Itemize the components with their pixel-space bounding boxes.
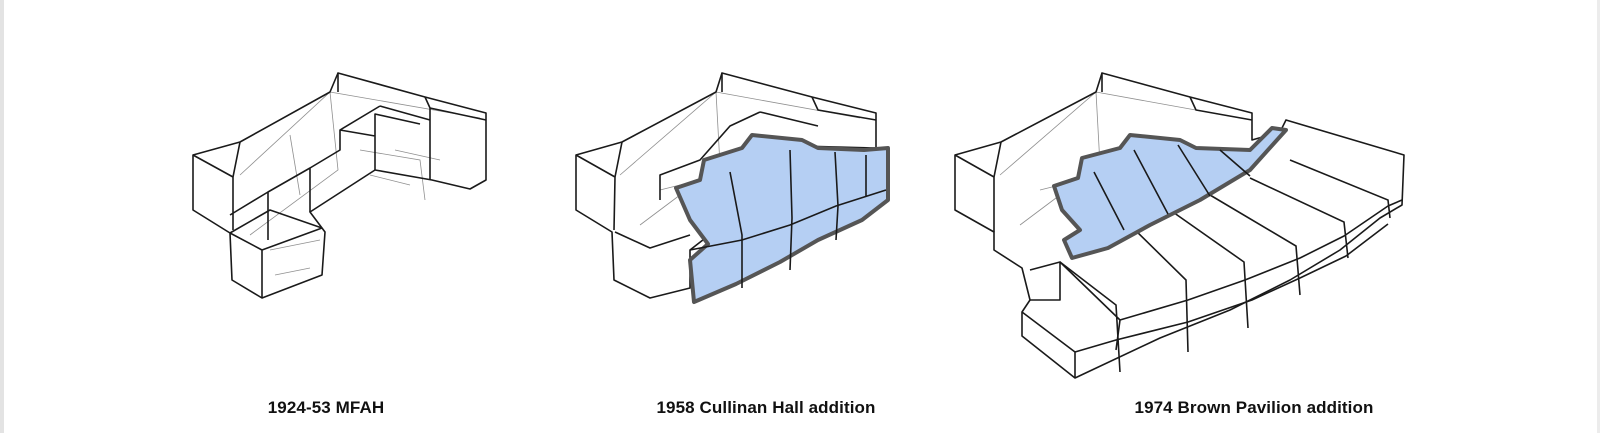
panel-1-building (192, 72, 487, 299)
caption-1974-brown-pavilion: 1974 Brown Pavilion addition (1134, 398, 1374, 417)
left-edge-bar (0, 0, 4, 433)
panel-2-building (575, 72, 890, 304)
caption-1924-53-mfah: 1924-53 MFAH (267, 398, 385, 417)
caption-1958-cullinan-hall: 1958 Cullinan Hall addition (656, 398, 876, 417)
cullinan-hall-portion-shape (1052, 126, 1288, 260)
panel-3-building (954, 72, 1405, 379)
cullinan-hall-addition-shape (674, 133, 890, 304)
right-edge-bar (1597, 0, 1600, 433)
